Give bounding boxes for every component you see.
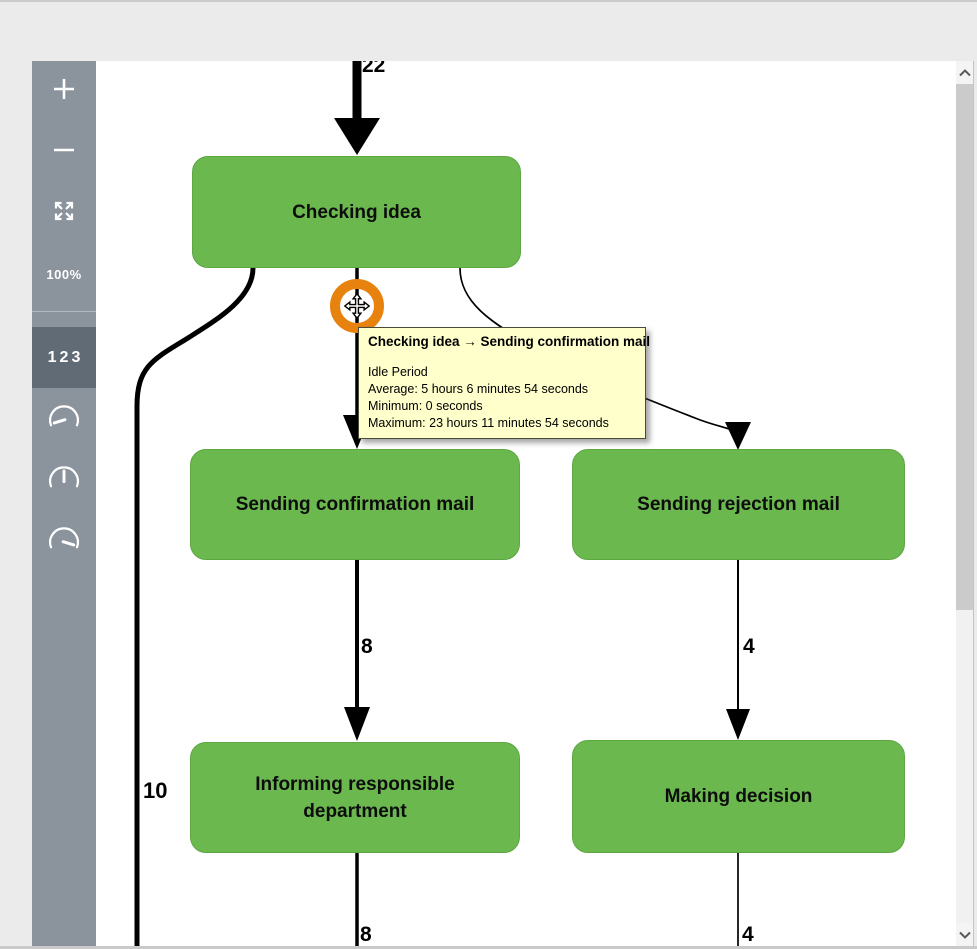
zoom-out-icon [50,136,78,169]
tooltip-metric-name: Idle Period [368,365,428,379]
scroll-up-button[interactable] [956,61,973,84]
edges-layer [134,61,751,946]
zoom-in-button[interactable] [32,61,96,122]
edge-label-making-outgoing: 4 [742,923,754,946]
edge-label-bypass: 10 [143,778,168,803]
node-label: Sending confirmation mail [235,494,475,515]
edge-checking-to-rejection-arrowhead [725,422,751,450]
edge-label-rejection-to-making: 4 [743,635,755,658]
edge-label-incoming: 22 [362,61,386,77]
node-label: Checking idea [292,201,421,223]
chevron-down-icon [958,926,971,944]
edge-confirmation-to-informing-arrowhead [344,707,370,741]
bottom-border [0,946,977,949]
fit-screen-button[interactable] [32,183,96,244]
edge-label-informing-outgoing: 8 [360,923,372,946]
node-sending-confirmation-mail[interactable]: Sending confirmation mail [190,449,520,560]
gauge-low-icon [45,403,83,434]
process-map-canvas[interactable]: Checking idea Sending confirmation mail … [96,61,956,946]
toolbar-sidebar: 100% 123 [32,61,96,946]
tooltip-minimum: Minimum: 0 seconds [368,399,483,413]
node-label: Making decision [664,786,813,807]
gauge-high-icon [45,525,83,556]
node-making-decision[interactable]: Making decision [572,740,905,853]
tooltip-maximum: Maximum: 23 hours 11 minutes 54 seconds [368,416,609,430]
node-checking-idea[interactable]: Checking idea [192,156,521,268]
node-label: Sending rejection mail [637,494,840,515]
zoom-out-button[interactable] [32,122,96,183]
edge-tooltip: Checking idea → Sending confirmation mai… [358,327,651,439]
zoom-in-icon [50,75,78,108]
edge-rejection-to-making-arrowhead [726,709,750,740]
move-cursor-icon [343,292,371,320]
chevron-up-icon [958,64,971,82]
edge-drag-handle[interactable] [330,279,384,333]
node-sending-rejection-mail[interactable]: Sending rejection mail [572,449,905,560]
vertical-scrollbar[interactable] [956,61,974,946]
frequency-mode-label: 123 [47,348,84,366]
zoom-level-display[interactable]: 100% [32,244,96,305]
duration-mid-mode-button[interactable] [32,449,96,510]
frequency-mode-button[interactable]: 123 [32,327,96,388]
gauge-mid-icon [45,464,83,495]
node-informing-responsible-department[interactable]: Informing responsible department [190,742,520,853]
node-label: Informing responsible department [255,773,455,822]
tooltip-title: Checking idea → Sending confirmation mai… [368,334,651,349]
zoom-level-value: 100% [46,267,82,282]
edge-checking-bypass[interactable] [134,267,256,946]
duration-low-mode-button[interactable] [32,388,96,449]
tooltip-average: Average: 5 hours 6 minutes 54 seconds [368,382,589,396]
edge-incoming-arrowhead [334,118,380,155]
toolbar-divider [32,311,96,312]
edge-label-confirmation-to-informing: 8 [361,635,373,658]
top-bar [0,0,977,61]
scrollbar-thumb[interactable] [956,84,973,610]
scroll-down-button[interactable] [956,923,973,946]
fit-screen-icon [51,198,77,229]
duration-high-mode-button[interactable] [32,510,96,571]
